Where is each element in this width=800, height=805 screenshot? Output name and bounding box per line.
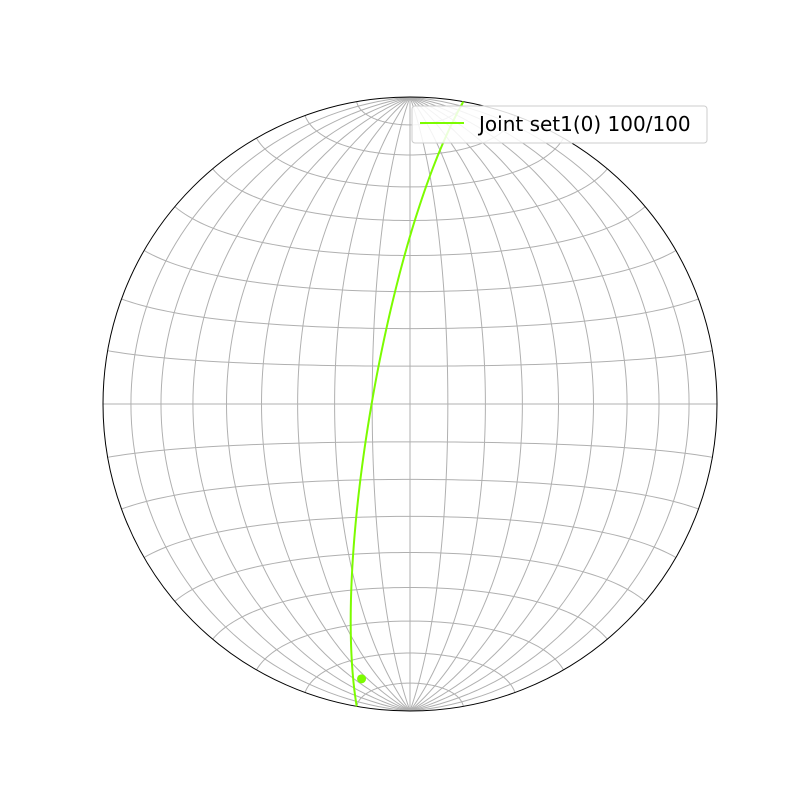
grid-parallel — [121, 478, 699, 510]
grid-parallel — [121, 298, 699, 330]
grid-parallel — [143, 515, 677, 558]
grid-parallel — [107, 350, 713, 367]
data-layer — [349, 101, 465, 707]
grid-parallel — [212, 586, 608, 640]
grid-parallel — [174, 206, 646, 257]
grid-parallel — [256, 620, 564, 671]
plane-great-circle — [349, 101, 465, 707]
grid-parallel — [356, 682, 464, 707]
stereonet-grid — [103, 97, 717, 711]
grid-parallel — [304, 652, 516, 693]
grid-parallel — [107, 441, 713, 458]
legend-entry-label: Joint set1(0) 100/100 — [477, 112, 691, 136]
legend-box — [411, 105, 708, 144]
grid-parallel — [143, 250, 677, 293]
legend: Joint set1(0) 100/100 — [411, 105, 708, 144]
grid-parallel — [174, 551, 646, 602]
grid-parallel — [212, 168, 608, 222]
primitive-circle — [102, 96, 718, 712]
grid-parallel — [256, 137, 564, 188]
pole-point — [357, 674, 367, 684]
